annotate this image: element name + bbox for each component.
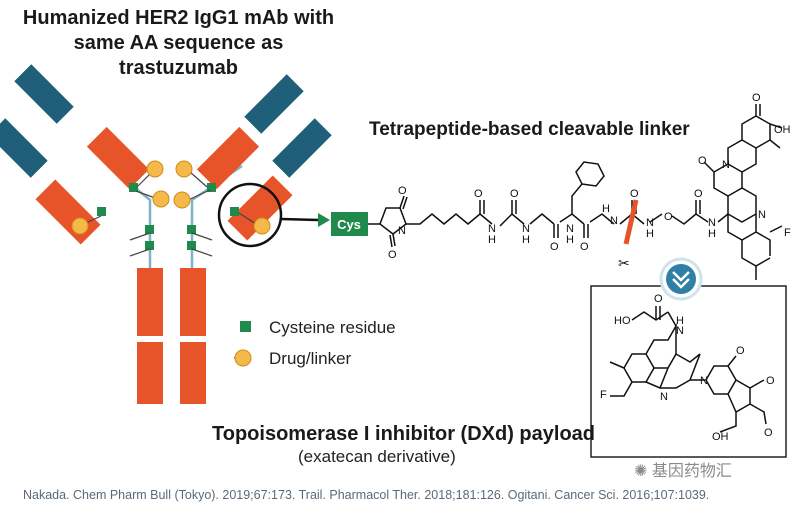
cys-label: Cys	[337, 217, 361, 232]
magnifier-line	[280, 217, 319, 222]
atom-label: OH	[712, 431, 729, 443]
atom-label: N	[708, 217, 716, 229]
cysteine-residues	[97, 183, 239, 250]
atom-label: O	[766, 375, 775, 387]
atom-label: O	[510, 188, 519, 200]
atom-label: N	[522, 223, 530, 235]
left-ch2-domain	[137, 268, 163, 336]
right-heavy-ch1-domain	[196, 126, 260, 190]
drug-linker-marker	[71, 217, 89, 235]
atom-label: O	[736, 345, 745, 357]
chevron-down-icon	[672, 271, 690, 289]
right-arm	[196, 74, 332, 241]
payload-atom-labels: HO O N H F N N O O O OH	[600, 293, 775, 443]
cysteine-residue	[145, 241, 154, 250]
legend-drug-linker-label: Drug/linker	[269, 349, 352, 368]
magnifier-arrow-icon	[318, 213, 330, 227]
watermark-text: 基因药物汇	[651, 463, 732, 480]
atom-label: N	[660, 391, 668, 403]
atom-label: H	[602, 203, 610, 215]
antibody-title-line-1: Humanized HER2 IgG1 mAb with	[22, 7, 335, 29]
cysteine-residue	[145, 225, 154, 234]
atom-label: HO	[614, 315, 631, 327]
atom-label: H	[676, 315, 684, 327]
atom-label: N	[610, 215, 618, 227]
right-ch2-domain	[180, 268, 206, 336]
atom-label: O	[388, 249, 397, 261]
drug-linker-marker	[173, 191, 191, 209]
atom-label: N	[566, 223, 574, 235]
drug-linker-payloads	[71, 160, 271, 235]
drug-linker-marker	[253, 217, 271, 235]
atom-label: O	[580, 241, 589, 253]
atom-label: N	[700, 375, 708, 387]
magnifier-circle	[217, 182, 283, 248]
atom-label: N	[676, 325, 684, 337]
atom-label: H	[488, 234, 496, 246]
drug-linker-marker	[146, 160, 164, 178]
left-heavy-ch1-domain	[86, 126, 150, 190]
cysteine-residue	[207, 183, 216, 192]
atom-label: H	[646, 228, 654, 240]
linker-title: Tetrapeptide-based cleavable linker	[369, 119, 690, 140]
payload-subtitle: (exatecan derivative)	[298, 447, 456, 466]
cysteine-residue	[187, 241, 196, 250]
linker-atom-labels: O O N O N H O N H O N H O H N O N H O O …	[388, 92, 791, 261]
atom-label: O	[398, 185, 407, 197]
atom-label: O	[764, 427, 773, 439]
cysteine-residue	[129, 183, 138, 192]
cysteine-residue	[97, 207, 106, 216]
atom-label: OH	[774, 124, 791, 136]
legend-drug-swatch	[234, 349, 252, 367]
left-light-variable-domain	[0, 118, 48, 178]
fc-region	[137, 268, 206, 404]
atom-label: F	[784, 227, 791, 239]
atom-label: O	[698, 155, 707, 167]
atom-label: O	[664, 211, 673, 223]
atom-label: O	[694, 188, 703, 200]
left-ch3-domain	[137, 342, 163, 404]
cysteine-residue	[230, 207, 239, 216]
left-heavy-variable-domain	[14, 64, 74, 124]
legend-cysteine-swatch	[240, 321, 251, 332]
payload-bonds	[609, 306, 767, 433]
atom-label: O	[474, 188, 483, 200]
antibody-title-line-3: trastuzumab	[119, 57, 238, 79]
atom-label: O	[630, 188, 639, 200]
drug-linker-marker	[175, 160, 193, 178]
right-heavy-variable-domain	[244, 74, 304, 134]
cleavage-site-mark	[623, 199, 639, 245]
payload-box	[590, 285, 787, 458]
drug-linker-marker	[152, 190, 170, 208]
cys-box	[331, 212, 368, 236]
atom-label: N	[758, 209, 766, 221]
right-light-variable-domain	[272, 118, 332, 178]
right-light-constant-domain	[227, 175, 293, 241]
antibody-title: Humanized HER2 IgG1 mAb with same AA seq…	[6, 6, 351, 81]
atom-label: N	[398, 225, 406, 237]
atom-label: N	[488, 223, 496, 235]
wechat-icon: ✺	[634, 463, 648, 480]
right-ch3-domain	[180, 342, 206, 404]
atom-label: F	[600, 389, 607, 401]
scissors-icon: ✂	[618, 255, 630, 271]
citation: Nakada. Chem Pharm Bull (Tokyo). 2019;67…	[23, 488, 710, 502]
legend-cysteine-label: Cysteine residue	[269, 318, 396, 337]
atom-label: H	[522, 234, 530, 246]
atom-label: O	[550, 241, 559, 253]
watermark: ✺ 基因药物汇	[634, 457, 732, 481]
cysteine-residue	[187, 225, 196, 234]
atom-label: H	[708, 228, 716, 240]
atom-label: N	[646, 217, 654, 229]
payload-title: Topoisomerase I inhibitor (DXd) payload	[212, 423, 595, 445]
atom-label: O	[654, 293, 663, 305]
atom-label: N	[722, 159, 730, 171]
atom-label: O	[752, 92, 761, 104]
linker-bonds	[368, 104, 783, 280]
atom-label: H	[566, 234, 574, 246]
antibody-title-line-2: same AA sequence as	[73, 32, 284, 54]
